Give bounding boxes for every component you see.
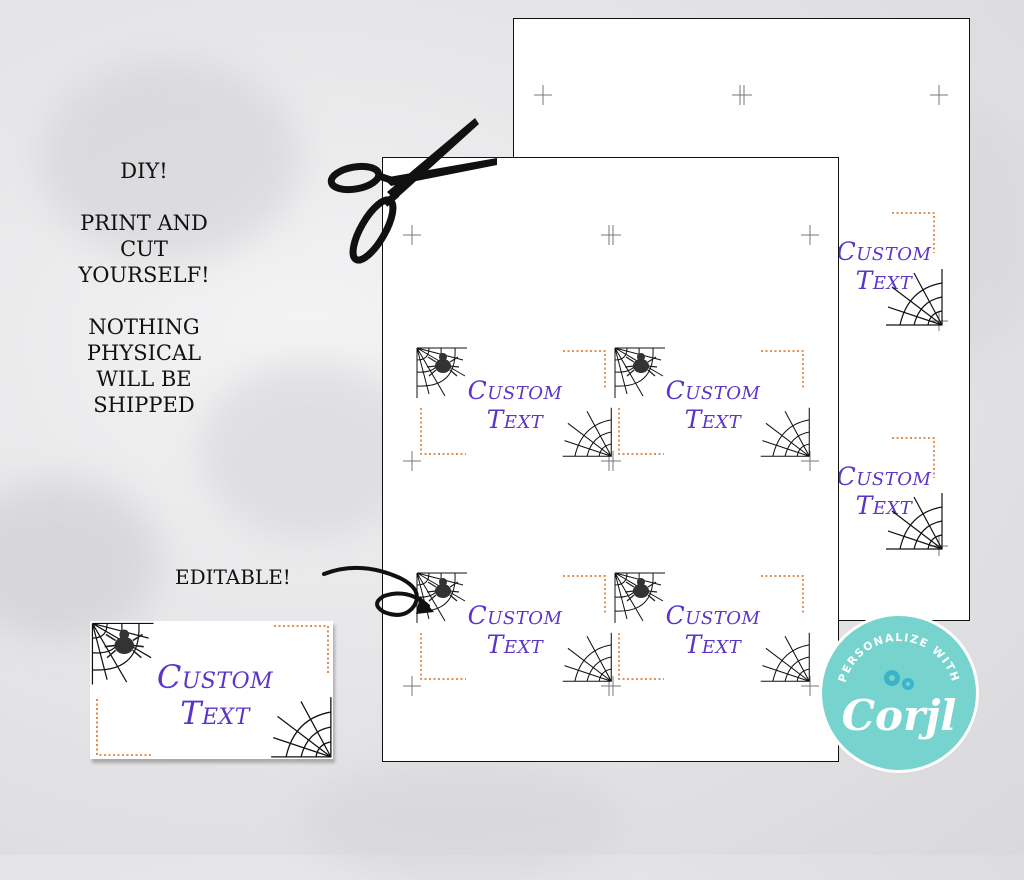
card-line-2: Text xyxy=(855,491,913,520)
card-line-1: Custom xyxy=(665,376,761,405)
sheet-card-text-1: Custom Text xyxy=(445,376,585,434)
sheet-card-text-2: Custom Text xyxy=(643,376,783,434)
card-line-1: Custom xyxy=(665,601,761,630)
card-line-2: Text xyxy=(180,694,250,732)
cobweb-icon xyxy=(562,407,612,457)
sheet-card-text-4: Custom Text xyxy=(643,601,783,659)
editable-label: EDITABLE! xyxy=(175,565,291,589)
card-line-1: Custom xyxy=(467,601,563,630)
card-line-1: Custom xyxy=(836,237,932,266)
nothing-shipped-text: NOTHING PHYSICAL WILL BE SHIPPED xyxy=(86,315,202,417)
product-mockup: DIY! PRINT AND CUT YOURSELF! NOTHING PHY… xyxy=(0,18,1024,880)
card-line-1: Custom xyxy=(156,658,274,696)
back-card-text-2: Custom Text xyxy=(814,462,954,520)
cobweb-icon xyxy=(886,269,943,326)
marble-texture xyxy=(40,60,300,260)
folded-card-text: Custom Text xyxy=(130,659,300,731)
cobweb-icon xyxy=(886,493,943,550)
card-line-2: Text xyxy=(855,266,913,295)
print-cut-text: PRINT AND CUT YOURSELF! xyxy=(78,211,210,287)
marble-texture xyxy=(300,760,620,880)
front-sheet: Custom Text Custom Text Custom Text Cust… xyxy=(382,157,839,762)
badge-brand: Corjl xyxy=(841,691,957,740)
diy-instructions: DIY! PRINT AND CUT YOURSELF! NOTHING PHY… xyxy=(60,158,228,444)
cobweb-icon xyxy=(271,697,332,758)
folded-place-card: Custom Text xyxy=(90,621,333,759)
corjl-badge: PERSONALIZE WITH Corjl xyxy=(822,616,976,770)
card-line-1: Custom xyxy=(836,462,932,491)
spider-icon xyxy=(614,572,665,623)
arrow-icon xyxy=(322,565,434,617)
cobweb-icon xyxy=(760,407,810,457)
back-card-text-1: Custom Text xyxy=(814,237,954,295)
spider-icon xyxy=(614,347,665,398)
card-line-2: Text xyxy=(684,405,742,434)
card-line-2: Text xyxy=(486,405,544,434)
card-line-1: Custom xyxy=(467,376,563,405)
spider-icon xyxy=(91,622,154,685)
cobweb-icon xyxy=(562,632,612,682)
card-line-2: Text xyxy=(684,630,742,659)
spider-icon xyxy=(416,347,467,398)
scissors-icon xyxy=(327,118,497,264)
sheet-card-text-3: Custom Text xyxy=(445,601,585,659)
gear-icon xyxy=(884,670,914,690)
marble-texture xyxy=(0,480,160,640)
cobweb-icon xyxy=(760,632,810,682)
card-line-2: Text xyxy=(486,630,544,659)
diy-heading: DIY! xyxy=(120,159,168,183)
